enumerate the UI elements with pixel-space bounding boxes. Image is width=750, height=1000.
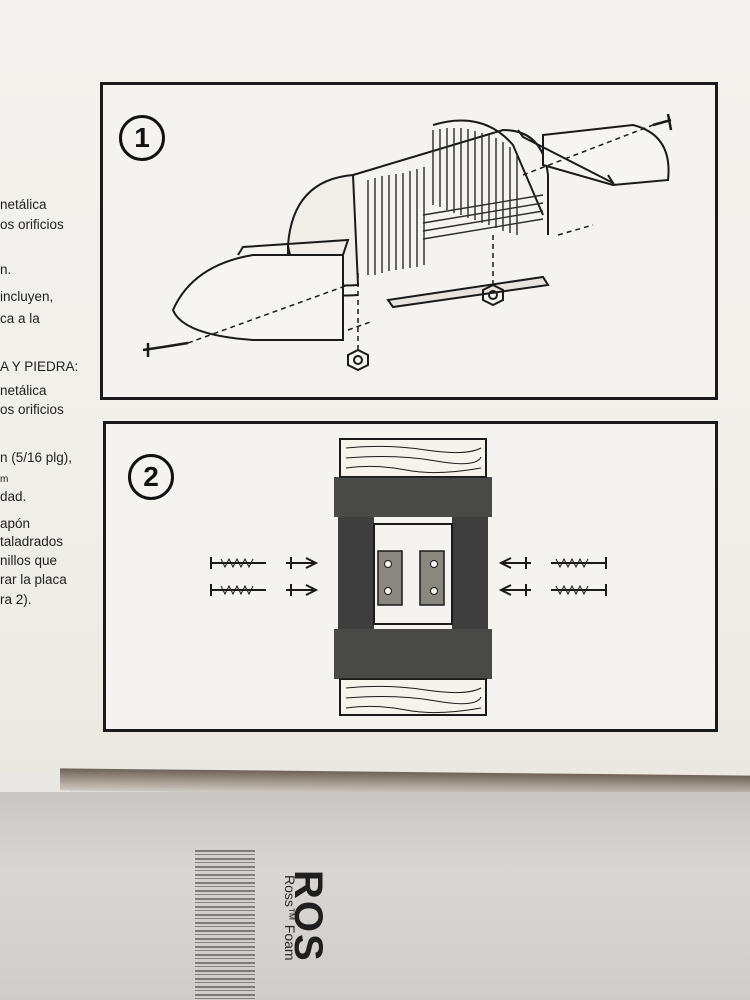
side-text-line: incluyen, [0, 289, 54, 304]
step-1-number: 1 [119, 115, 165, 161]
side-text-line: os orificios [0, 217, 64, 232]
side-text-line: m [0, 474, 9, 485]
side-text-line: apón [0, 516, 31, 531]
step-1-panel: 1 [100, 82, 718, 400]
side-text-line: netálica [0, 383, 47, 398]
side-text-line: taladrados [0, 534, 64, 549]
brand-logo: ROS [286, 870, 330, 963]
step-2-number: 2 [128, 454, 174, 500]
side-text-line: n. [0, 262, 12, 277]
barcode [195, 850, 255, 1000]
boot-brush-assembly-drawing [142, 113, 673, 372]
side-text-line: nillos que [0, 553, 58, 568]
side-text-line: ca a la [0, 311, 40, 326]
side-text-line: ra 2). [0, 592, 32, 607]
side-text-line: netálica [0, 197, 47, 212]
side-text-line: A Y PIEDRA: [0, 359, 79, 374]
boot-brush-screw-drawing [210, 438, 607, 716]
step-2-panel: 2 [103, 421, 718, 732]
side-text-line: dad. [0, 489, 27, 504]
side-text-line: n (5/16 plg), [0, 450, 73, 465]
side-text-line: os orificios [0, 402, 64, 417]
side-text-line: rar la placa [0, 572, 67, 587]
box-flap [0, 770, 70, 795]
lower-box-surface [0, 792, 750, 1000]
